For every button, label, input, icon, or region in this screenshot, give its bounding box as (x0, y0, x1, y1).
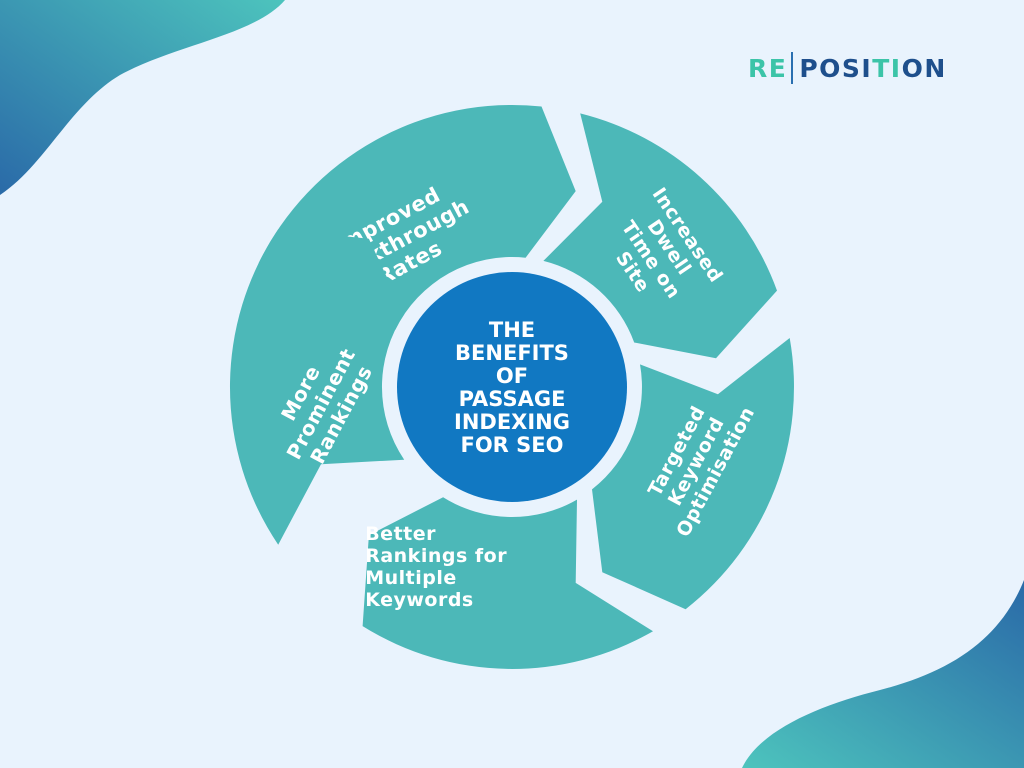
segment-shape (258, 104, 576, 330)
center-title-line: FOR SEO (460, 433, 563, 457)
center-title-line: BENEFITS (455, 341, 569, 365)
center-title-line: INDEXING (454, 410, 570, 434)
segment-more-prominent-rankings: MoreProminentRankings (229, 229, 405, 545)
logo-text-ti: TI (872, 53, 902, 83)
center-title-line: OF (496, 364, 528, 388)
segment-targeted-keyword: TargetedKeywordOptimisation (592, 338, 794, 610)
logo-text-posi: POSI (799, 53, 873, 83)
center-title-line: PASSAGE (459, 387, 566, 411)
corner-wave-top-left (0, 0, 285, 195)
segment-increased-dwell-time: IncreasedDwellTime onSite (543, 113, 777, 359)
brand-logo: RE POSI TI ON (748, 50, 947, 86)
segment-label-line: Multiple (365, 567, 457, 589)
logo-text-re: RE (748, 53, 788, 83)
segment-shape (592, 338, 794, 610)
segment-shape (229, 229, 405, 545)
corner-wave-bottom-right (742, 580, 1024, 768)
segment-shape (543, 113, 777, 359)
logo-divider (791, 52, 794, 84)
segment-label-line: Better (365, 523, 436, 545)
center-title-line: THE (489, 318, 535, 342)
segment-shape (362, 497, 653, 669)
segment-label-line: Rankings for (365, 545, 507, 567)
segment-label-line: Keywords (365, 589, 474, 611)
logo-text-on: ON (901, 53, 947, 83)
